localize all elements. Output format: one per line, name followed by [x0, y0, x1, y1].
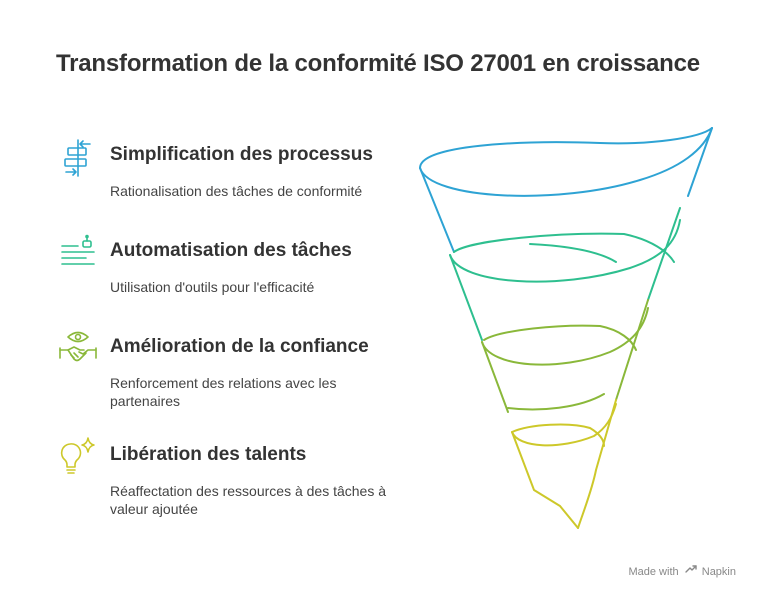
step-description: Utilisation d'outils pour l'efficacité — [110, 279, 315, 295]
robot-list-icon — [61, 234, 95, 265]
funnel-band-teal — [449, 207, 681, 341]
step-description: Renforcement des relations avec les part… — [110, 375, 337, 409]
eye-handshake-icon — [59, 331, 97, 362]
footer-made-with: Made with — [628, 566, 679, 578]
step-heading: Simplification des processus — [110, 144, 373, 165]
step-description: Réaffectation des ressources à des tâche… — [110, 483, 387, 517]
spiral-funnel-graphic — [419, 127, 713, 529]
lightbulb-sparkle-icon — [60, 437, 95, 474]
step-description: Rationalisation des tâches de conformité — [110, 183, 363, 199]
page-title: Transformation de la conformité ISO 2700… — [56, 50, 700, 77]
napkin-logo-icon — [684, 565, 697, 578]
funnel-band-green — [481, 299, 649, 413]
step-heading: Amélioration de la confiance — [110, 336, 369, 357]
footer-credit: Made with Napkin — [628, 565, 736, 578]
footer-brand: Napkin — [701, 566, 736, 578]
step-heading: Libération des talents — [110, 444, 307, 465]
process-flow-icon — [64, 139, 91, 177]
funnel-band-blue — [419, 127, 713, 253]
funnel-band-yellow — [511, 399, 617, 529]
step-heading: Automatisation des tâches — [110, 240, 352, 261]
